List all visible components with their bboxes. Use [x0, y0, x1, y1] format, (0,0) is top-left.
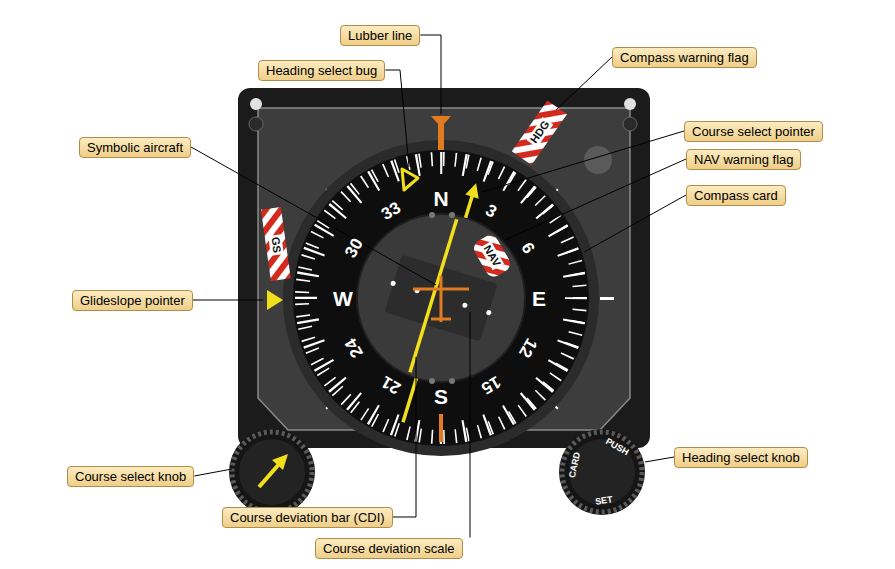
callout-label: Course deviation scale [323, 541, 455, 556]
compass-letter: S [434, 386, 448, 407]
compass-number: 30 [342, 236, 366, 261]
leader-line [645, 457, 674, 462]
compass-number: 33 [379, 199, 404, 223]
leader-line [482, 131, 684, 192]
leader-line [556, 57, 612, 110]
callout-label: Compass warning flag [620, 50, 749, 65]
callout-box: Heading select knob [674, 447, 808, 468]
leader-line [385, 70, 409, 167]
callout-box: Lubber line [340, 25, 420, 46]
callout-box: Symbolic aircraft [79, 137, 191, 158]
flag-text: NAV [480, 241, 504, 270]
leader-line [584, 195, 686, 252]
callout-box: NAV warning flag [686, 149, 801, 170]
callout-label: Glideslope pointer [80, 293, 185, 308]
leader-line [193, 300, 263, 301]
callout-label: Course select pointer [692, 124, 815, 139]
callout-box: Compass warning flag [612, 47, 757, 68]
compass-number: 24 [342, 336, 366, 361]
callout-label: Heading select knob [682, 450, 800, 465]
compass-number: 21 [379, 373, 404, 397]
compass-number: 15 [479, 373, 504, 397]
callout-label: Course select knob [75, 469, 186, 484]
knob-text: SET [595, 495, 614, 506]
compass-letter: W [333, 288, 353, 309]
callout-box: Course select pointer [684, 121, 823, 142]
callout-label: NAV warning flag [694, 152, 793, 167]
leader-line [191, 147, 436, 285]
compass-number: 3 [483, 202, 500, 221]
callout-box: Course deviation bar (CDI) [222, 507, 393, 528]
callout-box: Glideslope pointer [72, 290, 193, 311]
compass-number: 6 [518, 240, 537, 257]
callout-label: Lubber line [348, 28, 412, 43]
flag-text: HDG [527, 117, 554, 148]
callout-box: Compass card [686, 185, 786, 206]
callout-label: Symbolic aircraft [87, 140, 183, 155]
compass-letter: N [433, 188, 448, 209]
compass-number: 12 [516, 336, 540, 361]
knob-text: CARD [568, 451, 582, 478]
flag-text: GS [268, 234, 284, 256]
leader-line [470, 312, 471, 538]
callout-box: Course deviation scale [315, 538, 463, 559]
callout-label: Compass card [694, 188, 778, 203]
leader-line [194, 469, 232, 476]
callout-box: Course select knob [67, 466, 194, 487]
leader-line [505, 159, 686, 240]
callout-label: Heading select bug [266, 63, 377, 78]
callout-box: Heading select bug [258, 60, 385, 81]
compass-letter: E [532, 288, 546, 309]
knob-text: PUSH [604, 437, 630, 457]
callout-label: Course deviation bar (CDI) [230, 510, 385, 525]
leader-line [420, 35, 441, 114]
